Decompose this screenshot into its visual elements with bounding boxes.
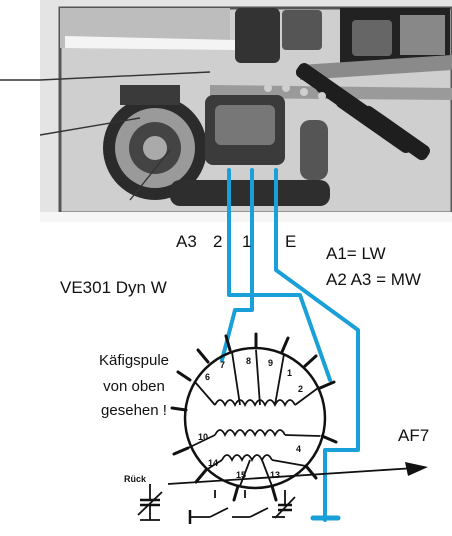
terminal-label-1: 1 — [242, 232, 252, 251]
svg-text:14: 14 — [208, 458, 218, 468]
tube-label-af7: AF7 — [398, 426, 430, 445]
coil-note-line2: von oben — [103, 378, 165, 395]
blue-wires — [220, 168, 360, 522]
coil-note-line3: gesehen ! — [101, 402, 167, 419]
svg-text:1: 1 — [287, 368, 292, 378]
coil-diagram: 6 7 8 9 1 2 4 13 15 14 10 — [170, 332, 338, 502]
svg-text:13: 13 — [270, 470, 280, 480]
chassis-photo — [0, 0, 452, 222]
coil-note-line1: Käfigspule — [98, 352, 170, 369]
legend-lw: A1= LW — [326, 244, 386, 263]
terminal-label-2: 2 — [213, 232, 223, 251]
svg-text:6: 6 — [205, 372, 210, 382]
radio-model-label: VE301 Dyn W — [60, 278, 167, 297]
svg-text:7: 7 — [220, 360, 225, 370]
legend-mw: A2 A3 = MW — [326, 270, 421, 289]
bottom-circuit — [137, 462, 428, 524]
svg-text:9: 9 — [268, 358, 273, 368]
svg-text:15: 15 — [236, 470, 246, 480]
rueck-label: Rück — [124, 474, 147, 484]
svg-text:2: 2 — [298, 384, 303, 394]
svg-text:8: 8 — [246, 356, 251, 366]
terminal-label-a3: A3 — [176, 232, 197, 251]
terminal-label-e: E — [285, 232, 297, 251]
svg-text:10: 10 — [198, 432, 208, 442]
svg-text:4: 4 — [296, 444, 301, 454]
